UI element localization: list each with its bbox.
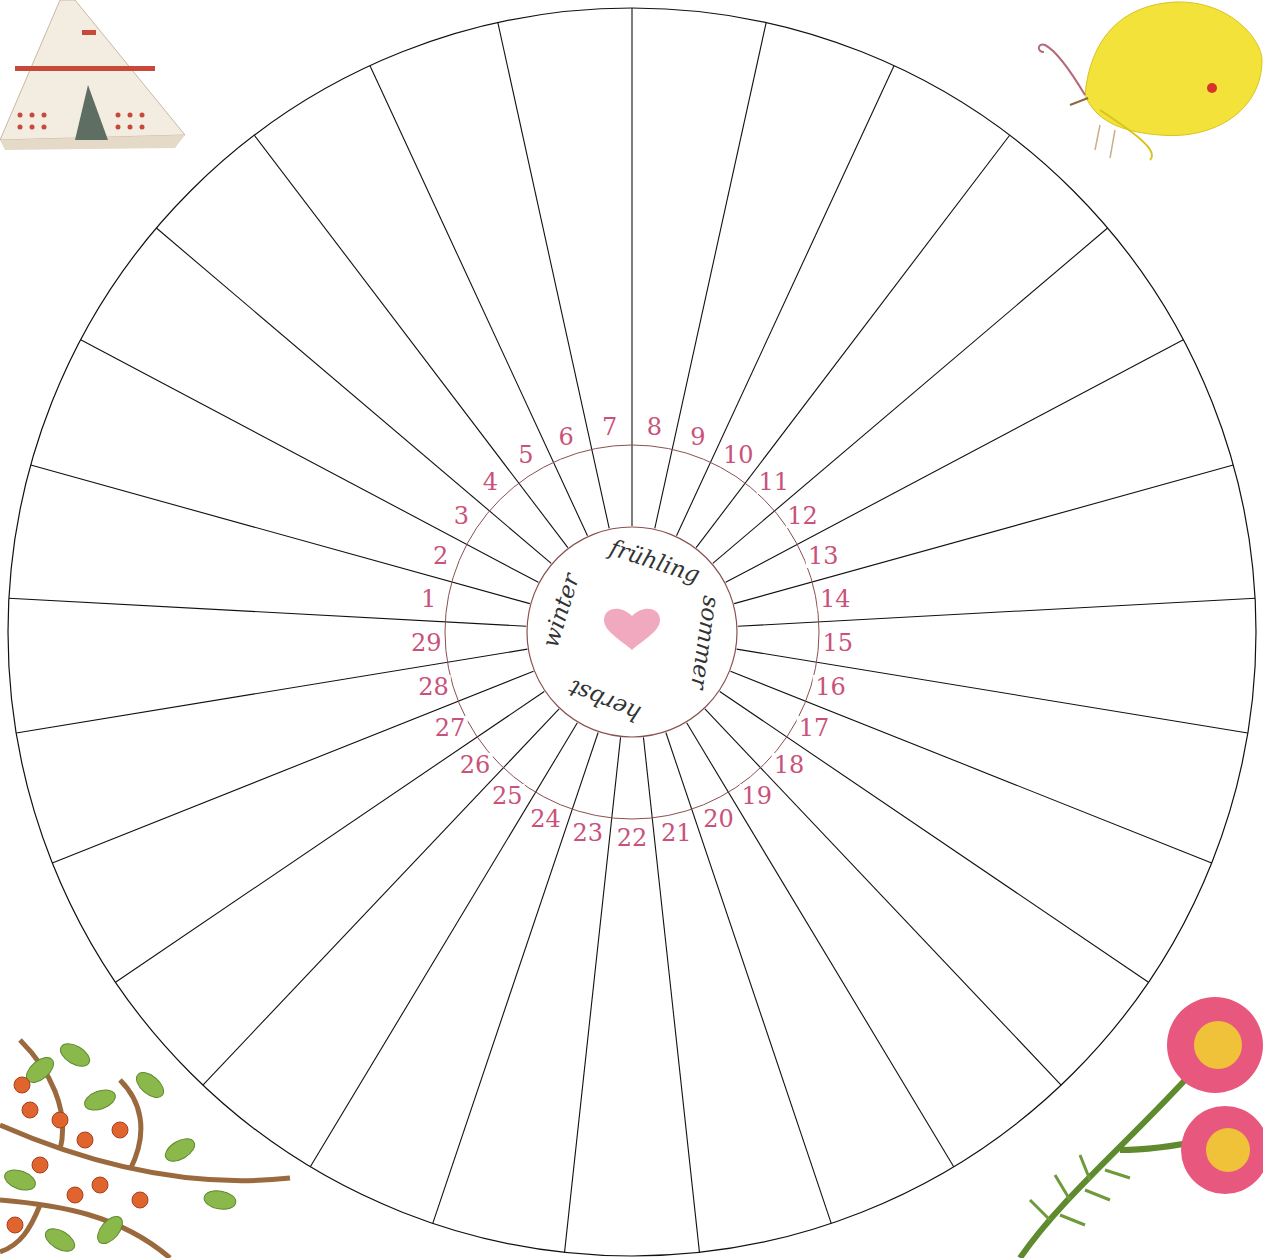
spoke: [433, 732, 598, 1223]
day-number: 3: [452, 504, 471, 528]
day-number: 14: [818, 587, 853, 611]
day-number: 27: [433, 716, 468, 740]
day-number: 11: [756, 470, 791, 494]
outer-circle: [8, 8, 1256, 1256]
day-number: 2: [431, 544, 450, 568]
day-number: 21: [659, 821, 694, 845]
day-number: 25: [490, 784, 525, 808]
day-number: 16: [813, 675, 848, 699]
day-number: 1: [419, 587, 438, 611]
day-number: 7: [600, 415, 619, 439]
spoke: [31, 465, 530, 604]
day-number: 20: [701, 807, 736, 831]
spoke: [687, 723, 954, 1167]
spoke: [730, 671, 1211, 863]
spoke: [310, 723, 577, 1167]
spoke: [116, 691, 545, 982]
spoke: [734, 465, 1233, 604]
flowers: [1020, 997, 1263, 1258]
rosehip-branch: [0, 1039, 290, 1258]
day-number: 19: [739, 784, 774, 808]
day-number: 13: [806, 544, 841, 568]
spoke: [713, 228, 1108, 563]
day-number: 24: [528, 807, 563, 831]
center-circle: winterfrühlingsommerherbst: [526, 526, 738, 738]
spoke: [738, 598, 1255, 626]
day-number: 6: [557, 425, 576, 449]
day-number: 17: [797, 716, 832, 740]
spoke: [655, 23, 766, 529]
butterfly: [1039, 2, 1262, 160]
day-number: 18: [772, 753, 807, 777]
spoke: [666, 732, 831, 1223]
spoke: [52, 671, 533, 863]
spoke: [81, 340, 539, 583]
wheel: [8, 8, 1256, 1256]
spoke: [203, 709, 559, 1085]
spokes: [9, 8, 1255, 1252]
heart: [604, 609, 660, 650]
day-number: 23: [570, 821, 605, 845]
day-number: 4: [481, 470, 500, 494]
day-number: 9: [688, 425, 707, 449]
day-number: 28: [416, 675, 451, 699]
spoke: [254, 135, 567, 547]
day-number: 29: [409, 631, 444, 655]
day-number: 10: [721, 443, 756, 467]
day-number: 15: [820, 631, 855, 655]
spoke: [705, 709, 1061, 1085]
ring-circle: [445, 445, 819, 819]
spoke: [156, 228, 551, 563]
spoke: [726, 340, 1184, 583]
day-number: 8: [645, 415, 664, 439]
spoke: [677, 66, 895, 536]
spoke: [720, 691, 1149, 982]
day-number: 22: [615, 826, 650, 850]
day-number: 26: [458, 753, 493, 777]
spoke: [370, 66, 588, 536]
spoke: [696, 135, 1009, 547]
spoke: [498, 23, 609, 529]
day-number: 12: [785, 504, 820, 528]
teepee: [0, 0, 185, 150]
spoke: [9, 598, 526, 626]
day-number: 5: [516, 443, 535, 467]
spoke: [631, 8, 632, 526]
